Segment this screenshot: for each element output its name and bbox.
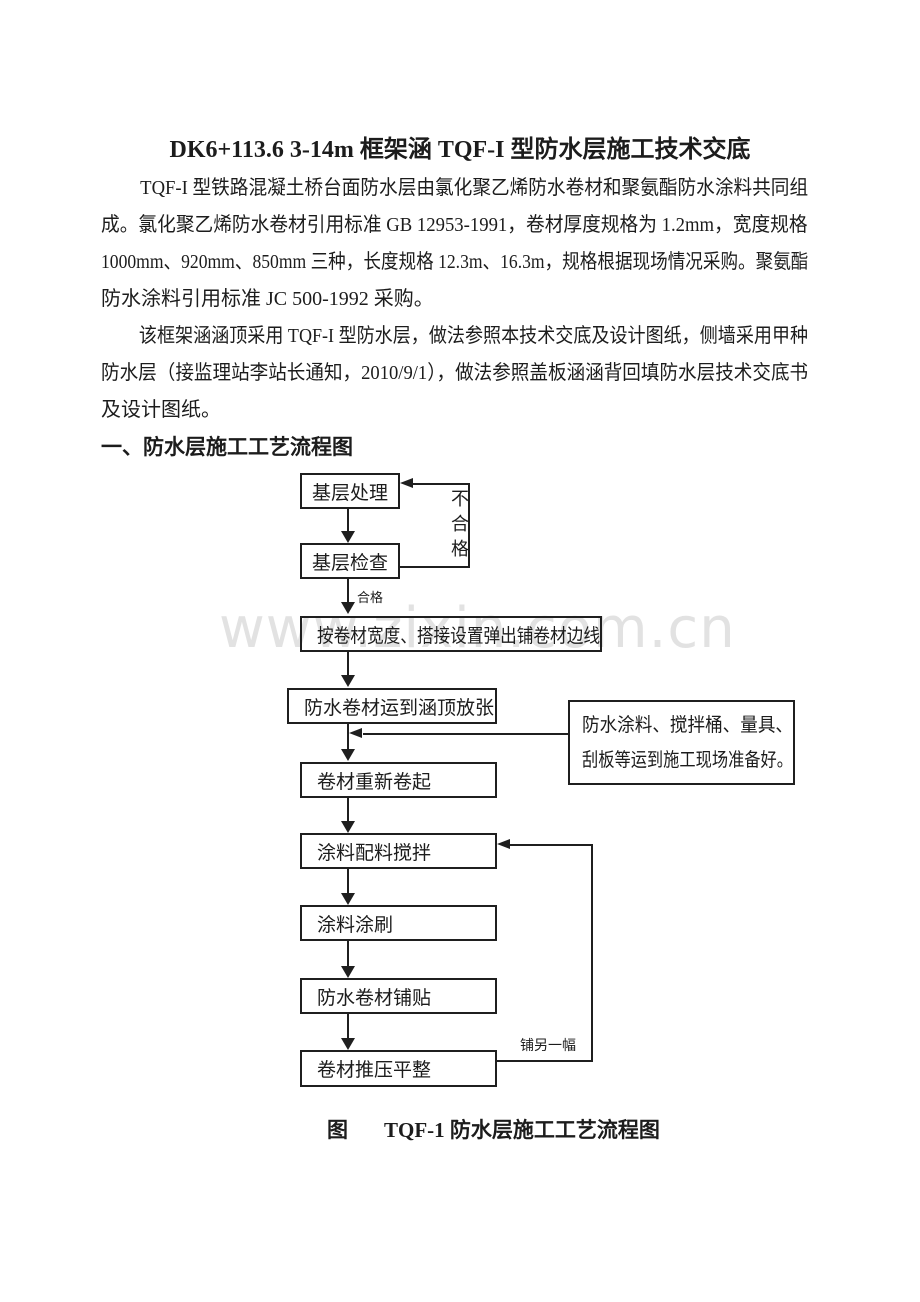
arrow-left-icon [497,839,510,849]
arrow-down-icon [341,749,355,761]
flow-box-transport-rolls: 防水卷材运到涵顶放张 [287,688,497,724]
section-heading: 一、防水层施工工艺流程图 [101,435,353,459]
arrow-left-icon [400,478,413,488]
edge-label-fail: 不合格 [449,489,469,564]
paragraph-line: 及设计图纸。 [101,399,221,421]
arrow-down-icon [341,893,355,905]
flow-box-mix-coating: 涂料配料搅拌 [300,833,497,869]
feedback-line [591,844,593,1062]
document-title: DK6+113.6 3-14m 框架涵 TQF-I 型防水层施工技术交底 [169,137,751,163]
feedback-line [510,844,593,846]
flow-box-label: 防水卷材运到涵顶放张 [304,697,495,719]
paragraph-line: 该框架涵涵顶采用 TQF-I 型防水层，做法参照本技术交底及设计图纸，侧墙采用甲… [138,325,809,347]
figure-caption: 图 TQF-1 防水层施工工艺流程图 [327,1114,660,1144]
connector-line [347,724,349,750]
feedback-line [412,483,470,485]
connector-line [347,1014,349,1039]
connector-line [347,869,349,894]
connector-line [347,579,349,603]
flow-box-label: 涂料配料搅拌 [317,842,432,864]
flow-box-label: 防水卷材铺贴 [317,987,432,1009]
flow-box-label: 防水涂料、搅拌桶、量具、 [582,715,794,736]
connector-line [363,733,568,735]
flow-box-base-treatment: 基层处理 [300,473,400,509]
arrow-down-icon [341,531,355,543]
paragraph-line: 1000mm、920mm、850mm 三种，长度规格 12.3m、16.3m，规… [101,251,809,273]
feedback-line [468,484,470,568]
connector-line [347,941,349,967]
edge-label-pass: 合格 [357,590,384,605]
body-text: TQF-I 型铁路混凝土桥台面防水层由氯化聚乙烯防水卷材和聚氨酯防水涂料共同组 … [101,170,808,466]
flow-box-snap-edge-lines: 按卷材宽度、搭接设置弹出铺卷材边线 [300,616,602,652]
arrow-left-icon [349,728,362,738]
flow-box-reroll-membrane: 卷材重新卷起 [300,762,497,798]
connector-line [347,798,349,822]
feedback-line [497,1060,593,1062]
arrow-down-icon [341,1038,355,1050]
flow-box-label: 卷材推压平整 [317,1060,432,1081]
flow-box-lay-membrane: 防水卷材铺贴 [300,978,497,1014]
connector-line [347,652,349,676]
arrow-down-icon [341,821,355,833]
paragraph-line: 防水涂料引用标准 JC 500-1992 采购。 [101,288,434,310]
flow-box-base-inspection: 基层检查 [300,543,400,579]
watermark-text: www.zixin.com.cn [219,596,736,661]
flow-box-label: 涂料涂刷 [317,914,394,936]
flow-box-press-flat: 卷材推压平整 [300,1050,497,1087]
figure-caption-prefix: 图 [327,1118,348,1142]
arrow-down-icon [341,602,355,614]
paragraph-line: TQF-I 型铁路混凝土桥台面防水层由氯化聚乙烯防水卷材和聚氨酯防水涂料共同组 [140,177,809,199]
connector-line [347,509,349,532]
paragraph-line: 防水层（接监理站李站长通知，2010/9/1），做法参照盖板涵涵背回填防水层技术… [101,362,809,384]
flow-box-label: 刮板等运到施工现场准备好。 [582,750,794,771]
figure-caption-title: TQF-1 防水层施工工艺流程图 [384,1118,660,1142]
flow-box-apply-coating: 涂料涂刷 [300,905,497,941]
edge-label-repeat: 铺另一幅 [520,1039,576,1054]
arrow-down-icon [341,966,355,978]
flow-box-side-note: 防水涂料、搅拌桶、量具、 刮板等运到施工现场准备好。 [568,700,795,785]
flow-box-label: 卷材重新卷起 [317,771,432,793]
paragraph-line: 成。氯化聚乙烯防水卷材引用标准 GB 12953-1991，卷材厚度规格为 1.… [101,214,808,236]
arrow-down-icon [341,675,355,687]
feedback-line [400,566,470,568]
flow-box-label: 基层检查 [311,552,388,574]
flow-box-label: 基层处理 [311,482,388,504]
flow-box-label: 按卷材宽度、搭接设置弹出铺卷材边线 [317,625,601,647]
